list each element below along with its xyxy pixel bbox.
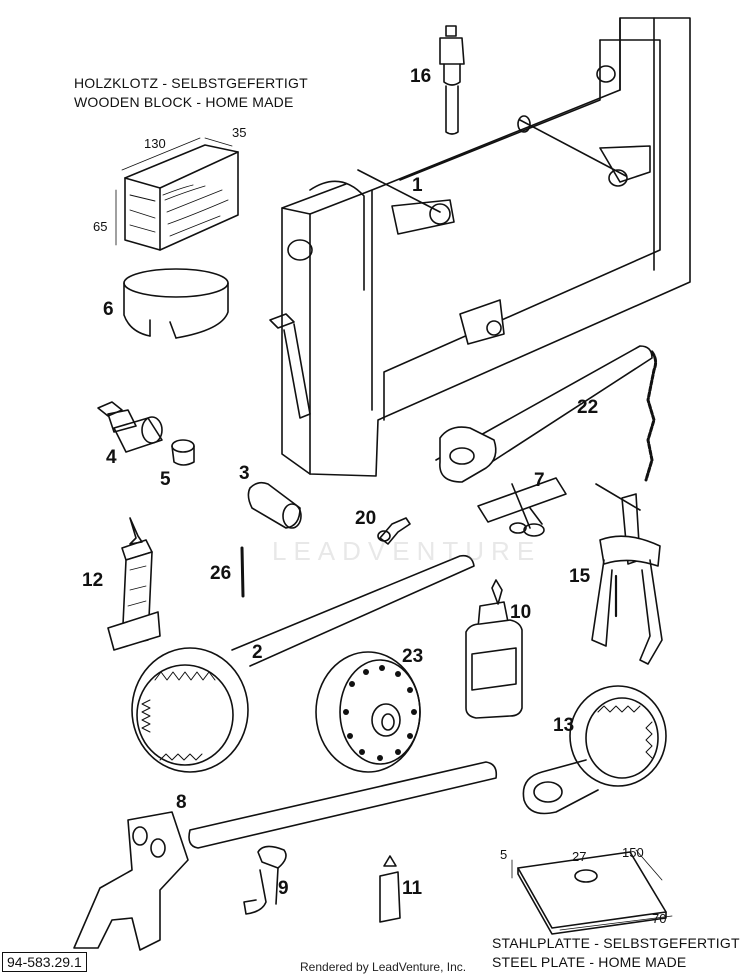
part-2-holding-wrench [131, 554, 475, 773]
callout-3: 3 [239, 463, 250, 484]
part-26-pin [240, 546, 245, 598]
watermark: LEADVENTURE [272, 536, 542, 566]
render-credit: Rendered by LeadVenture, Inc. [300, 960, 467, 974]
part-7-puller [477, 477, 567, 537]
part-12-glue-tube [107, 517, 161, 651]
callout-2: 2 [252, 642, 263, 663]
part-11-small-bottle [379, 855, 401, 923]
part-8-bar-bracket [73, 761, 498, 951]
callout-5: 5 [160, 469, 171, 490]
dim-wood-height: 65 [93, 219, 108, 234]
callout-6: 6 [103, 299, 114, 320]
steel-plate-note-de: STAHLPLATTE - SELBSTGEFERTIGT [492, 935, 740, 951]
wooden-block-note-de: HOLZKLOTZ - SELBSTGEFERTIGT [74, 75, 308, 91]
dim-wood-width: 35 [232, 125, 247, 140]
part-10-oil-bottle [465, 579, 523, 719]
part-20-screw [377, 517, 411, 545]
part-16-bolt [439, 25, 465, 135]
steel-plate [511, 849, 673, 935]
callout-8: 8 [176, 792, 187, 813]
part-6-ring [123, 268, 229, 339]
dim-plate-thickness: 5 [500, 847, 508, 862]
callout-20: 20 [355, 508, 377, 529]
document-number: 94-583.29.1 [2, 952, 87, 972]
callout-16: 16 [410, 66, 432, 87]
callout-15: 15 [569, 566, 591, 587]
callout-13: 13 [553, 715, 575, 736]
dim-plate-hole: 27 [572, 849, 587, 864]
callout-9: 9 [278, 878, 289, 899]
wooden-block [115, 137, 239, 251]
wooden-block-note-en: WOODEN BLOCK - HOME MADE [74, 94, 294, 110]
callout-23: 23 [402, 646, 424, 667]
dim-plate-length: 150 [622, 845, 644, 860]
callout-1: 1 [412, 175, 423, 196]
dim-wood-length: 130 [144, 136, 166, 151]
callout-26: 26 [210, 563, 232, 584]
part-3-sleeve [247, 481, 302, 529]
part-23-rotor-tool [315, 651, 421, 773]
part-15-puller [591, 483, 663, 665]
part-22-chain-wrench [435, 345, 658, 483]
part-4-adapter [97, 401, 163, 453]
callout-7: 7 [534, 470, 545, 491]
part-13-holding-wrench [522, 685, 667, 815]
dim-plate-width: 70 [652, 911, 667, 926]
callout-4: 4 [106, 447, 117, 468]
callout-11: 11 [402, 878, 423, 899]
part-9-clip [243, 845, 287, 915]
steel-plate-note-en: STEEL PLATE - HOME MADE [492, 954, 687, 970]
callout-10: 10 [510, 602, 532, 623]
part-5-sleeve [171, 439, 195, 466]
callout-12: 12 [82, 570, 104, 591]
callout-22: 22 [577, 397, 599, 418]
part-1-stand [269, 17, 691, 477]
